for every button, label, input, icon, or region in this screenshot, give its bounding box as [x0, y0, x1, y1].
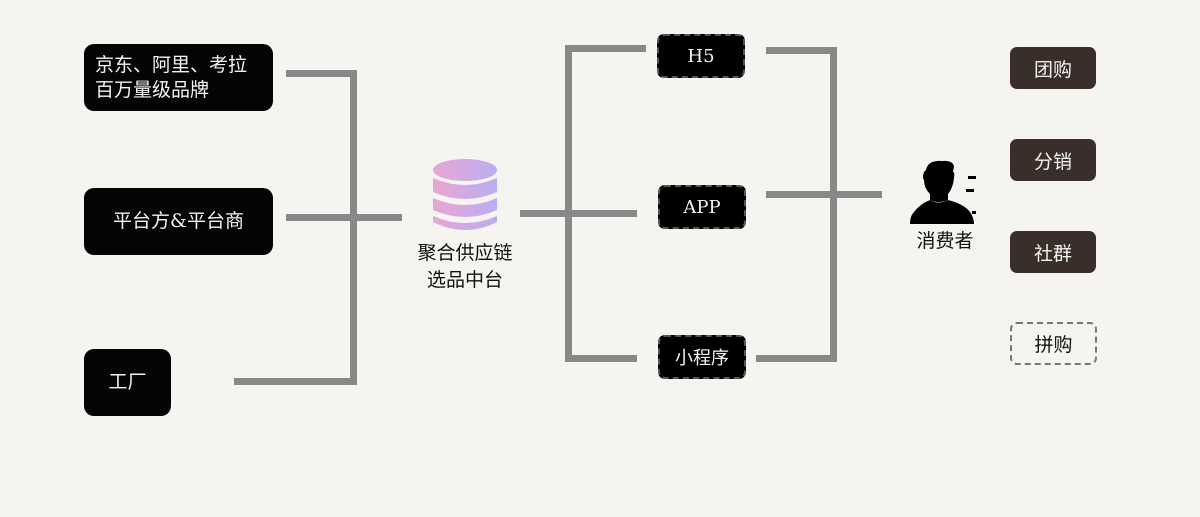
source-brands-line1: 京东、阿里、考拉	[95, 53, 248, 76]
connector-brands	[286, 70, 357, 77]
consumer-label: 消费者	[916, 230, 974, 252]
channel-miniprogram-label: 小程序	[675, 348, 729, 369]
user-dash-2	[966, 189, 974, 192]
connector-hub-out	[520, 210, 637, 217]
channel-h5-label: H5	[687, 45, 715, 67]
channel-h5: H5	[657, 34, 745, 78]
mode-community-label: 社群	[1033, 242, 1072, 265]
connector-factory	[234, 378, 357, 385]
connector-from-miniprogram	[756, 355, 837, 362]
user-icon	[910, 160, 976, 224]
connector-left-vertical	[350, 70, 357, 385]
hub-label-line2: 选品中台	[426, 269, 503, 291]
source-brands-line2: 百万量级品牌	[95, 78, 210, 101]
channel-app-label: APP	[683, 196, 721, 218]
mode-community: 社群	[1010, 231, 1096, 273]
source-factory-label: 工厂	[108, 371, 147, 393]
mode-group-buy-label: 团购	[1033, 58, 1072, 81]
channel-app: APP	[658, 185, 746, 229]
mode-pinduo-label: 拼购	[1034, 334, 1073, 356]
user-head	[923, 160, 955, 202]
source-node-factory: 工厂	[84, 349, 171, 416]
database-top	[433, 159, 497, 181]
source-node-brands: 京东、阿里、考拉 百万量级品牌	[84, 44, 273, 111]
user-shoulders	[910, 200, 974, 224]
connector-to-h5	[565, 45, 646, 52]
mode-distribution-label: 分销	[1033, 150, 1072, 173]
connector-from-h5	[766, 47, 837, 54]
database-band-2	[433, 198, 497, 217]
channel-miniprogram: 小程序	[658, 335, 746, 379]
user-dash-1	[968, 176, 976, 179]
source-node-platform: 平台方&平台商	[84, 188, 273, 255]
mode-group-buy: 团购	[1010, 47, 1096, 89]
source-platform-label: 平台方&平台商	[113, 210, 244, 232]
hub-label-line1: 聚合供应链	[417, 242, 513, 264]
mode-pinduo: 拼购	[1010, 322, 1097, 365]
database-band-1	[433, 178, 497, 199]
connector-platform	[286, 214, 402, 221]
connector-to-miniprogram	[565, 355, 637, 362]
hub-label: 聚合供应链 选品中台	[400, 240, 530, 294]
database-band-3	[433, 216, 497, 230]
connector-from-app	[766, 191, 882, 198]
connector-right-vertical	[830, 47, 837, 362]
user-dash-3	[972, 211, 976, 214]
connector-middle-vertical	[565, 45, 572, 362]
mode-distribution: 分销	[1010, 139, 1096, 181]
database-icon	[433, 159, 497, 230]
